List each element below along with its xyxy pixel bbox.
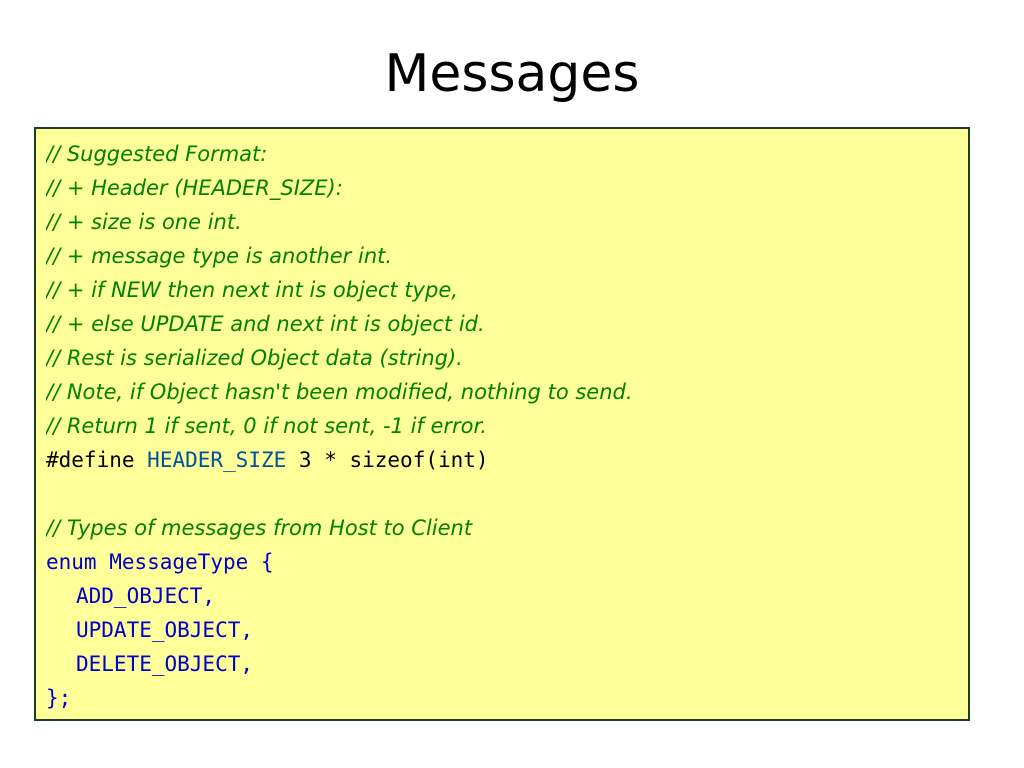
code-comment-line: // + size is one int. [46,210,242,234]
code-comment-line: // Suggested Format: [46,142,268,166]
code-comment-line: // Note, if Object hasn't been modified,… [46,380,633,404]
types-comment-line: // Types of messages from Host to Client [46,516,473,540]
blank-line [46,477,958,511]
code-comment-line: // + Header (HEADER_SIZE): [46,176,343,200]
enum-close: }; [46,686,72,710]
enum-value: ADD_OBJECT, [76,584,216,608]
enum-value: DELETE_OBJECT, [76,652,254,676]
code-comment-line: // + else UPDATE and next int is object … [46,312,485,336]
enum-declaration: enum MessageType { [46,550,274,574]
define-name: HEADER_SIZE [147,448,287,472]
define-line: #define HEADER_SIZE 3 * sizeof(int) [46,443,958,477]
enum-value: UPDATE_OBJECT, [76,618,254,642]
code-comment-line: // + message type is another int. [46,244,393,268]
code-comment-line: // Rest is serialized Object data (strin… [46,346,463,370]
code-comment-line: // Return 1 if sent, 0 if not sent, -1 i… [46,414,487,438]
define-directive: #define [46,448,135,472]
slide-title: Messages [384,44,640,104]
code-block: // Suggested Format: // + Header (HEADER… [34,127,970,721]
code-comment-line: // + if NEW then next int is object type… [46,278,458,302]
define-value: 3 * sizeof(int) [298,448,489,472]
